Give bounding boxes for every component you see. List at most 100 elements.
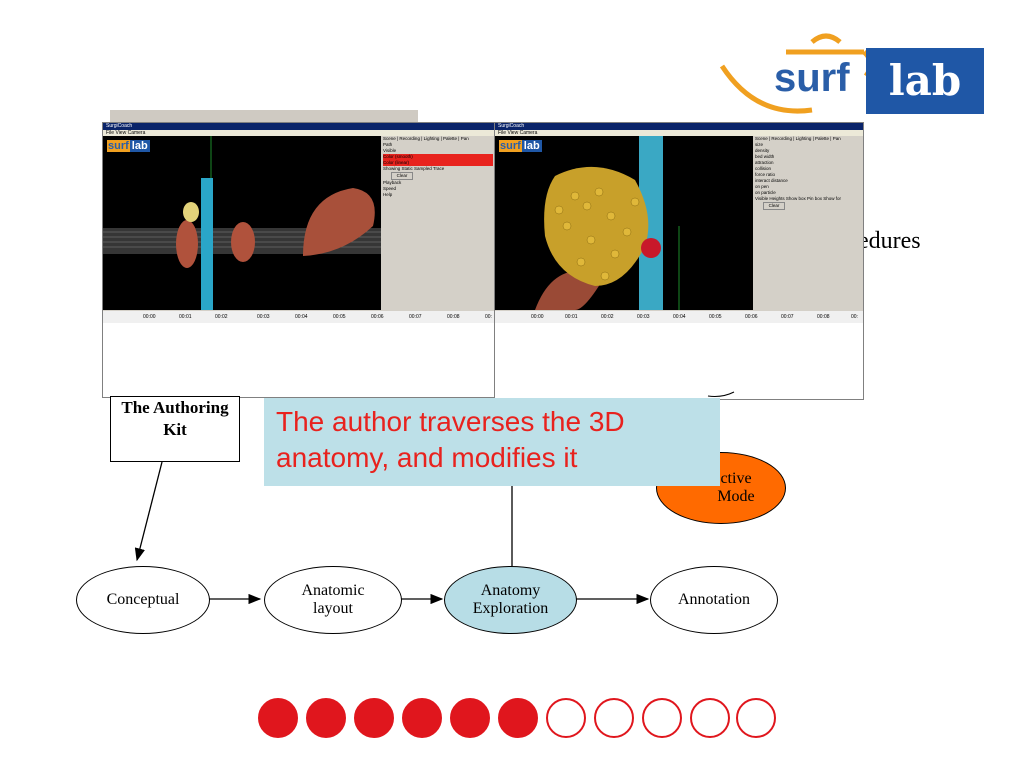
window-menubar: File View Camera (103, 130, 495, 136)
progress-dot-filled (402, 698, 442, 738)
clear-button[interactable]: Clear (391, 172, 413, 180)
panel-row[interactable]: Showing Static Sampled Trace (383, 166, 445, 171)
timeline-tick: 00:07 (781, 314, 794, 320)
timeline-ruler: 00:00 00:01 00:02 00:03 00:04 00:05 00:0… (495, 311, 863, 323)
timeline[interactable]: 00:00 00:01 00:02 00:03 00:04 00:05 00:0… (103, 311, 495, 397)
timeline-tick: 00:05 (709, 314, 722, 320)
anatomy-render (103, 136, 381, 310)
progress-dot-filled (450, 698, 490, 738)
slider-label: density (755, 148, 770, 153)
timeline-tick: 00:02 (215, 314, 228, 320)
slider-label: on pen (755, 184, 769, 189)
background-text-fragment: edures (858, 228, 921, 254)
slider-row[interactable]: interact distance (755, 178, 861, 184)
slider-row[interactable]: force ratio (755, 172, 861, 178)
slider-row[interactable]: density (755, 148, 861, 154)
panel-row: Playback (383, 180, 402, 185)
timeline-tick: 00: (851, 314, 858, 320)
anatomic-layout-node: Anatomic layout (264, 566, 402, 634)
panel-row: Visible (383, 148, 397, 153)
timeline-tick: 00:07 (409, 314, 422, 320)
logo-surf-text: surf (774, 56, 850, 100)
progress-dot-filled (498, 698, 538, 738)
speed-select[interactable]: Speed (383, 186, 397, 191)
timeline-tick: 00:00 (531, 314, 544, 320)
progress-dot-empty (546, 698, 586, 738)
checkbox-row[interactable]: Visible Heights Show box Pin box Show fo… (755, 196, 841, 201)
panel-row: Color (smooth) (383, 154, 493, 160)
clear-button[interactable]: Clear (763, 202, 785, 210)
slider-row[interactable]: attraction (755, 160, 861, 166)
progress-dot-filled (354, 698, 394, 738)
anatomic-layout-label: Anatomic layout (301, 582, 365, 617)
control-panel: Scene | Recording | Lighting | Palette |… (755, 136, 861, 310)
timeline-tick: 00:04 (673, 314, 686, 320)
annotation-node: Annotation (650, 566, 778, 634)
panel-tabs[interactable]: Scene | Recording | Lighting | Palette |… (383, 136, 469, 141)
control-panel: Scene | Recording | Lighting | Palette |… (383, 136, 493, 310)
panel-row: Path (383, 142, 393, 147)
panel-tabs[interactable]: Scene | Recording | Lighting | Palette |… (755, 136, 841, 141)
progress-dot-filled (306, 698, 346, 738)
callout-box: The author traverses the 3D anatomy, and… (264, 398, 720, 486)
timeline-tick: 00:08 (447, 314, 460, 320)
timeline-tick: 00:06 (745, 314, 758, 320)
viewport-logo-surf: surf (107, 140, 130, 152)
viewport-logo-lab: lab (129, 140, 150, 152)
slider-label: bed width (755, 154, 775, 159)
slider-label: interact distance (755, 178, 788, 183)
timeline[interactable]: 00:00 00:01 00:02 00:03 00:04 00:05 00:0… (495, 311, 863, 399)
panel-row[interactable]: Help (383, 192, 393, 197)
timeline-track-area[interactable] (531, 323, 863, 399)
slider-row[interactable]: bed width (755, 154, 861, 160)
slider-label: force ratio (755, 172, 776, 177)
slider-row[interactable]: on pen (755, 184, 861, 190)
anatomy-exploration-node: Anatomy Exploration (444, 566, 577, 634)
progress-dot-filled (258, 698, 298, 738)
progress-dot-empty (642, 698, 682, 738)
progress-dot-empty (690, 698, 730, 738)
slider-row[interactable]: size (755, 142, 861, 148)
timeline-tick: 00:05 (333, 314, 346, 320)
timeline-tick: 00:04 (295, 314, 308, 320)
progress-dot-empty (594, 698, 634, 738)
slider-label: size (755, 142, 764, 147)
timeline-tick: 00:03 (637, 314, 650, 320)
timeline-tick: 00:01 (565, 314, 578, 320)
anatomy-exploration-label: Anatomy Exploration (472, 582, 549, 617)
viewport-logo-surf: surf (499, 140, 522, 152)
window-menubar: File View Camera (495, 130, 863, 136)
anatomy-render (535, 136, 680, 310)
timeline-tick: 00:02 (601, 314, 614, 320)
timeline-tick: 00:00 (143, 314, 156, 320)
logo-lab-box: lab (866, 48, 984, 114)
timeline-tick: 00:03 (257, 314, 270, 320)
annotation-label: Annotation (678, 591, 750, 608)
background-photo-strip (110, 110, 418, 122)
timeline-tick: 00:08 (817, 314, 830, 320)
timeline-tick: 00:06 (371, 314, 384, 320)
slider-row[interactable]: collision (755, 166, 861, 172)
slider-label: collision (755, 166, 772, 171)
timeline-ruler: 00:00 00:01 00:02 00:03 00:04 00:05 00:0… (103, 311, 495, 323)
authoring-kit-box: The Authoring Kit (110, 396, 240, 462)
panel-row: Color (linear) (383, 160, 493, 166)
slider-row[interactable]: on particle (755, 190, 861, 196)
window-titlebar: SurgiCoach (103, 123, 495, 130)
conceptual-node: Conceptual (76, 566, 210, 634)
window-titlebar: SurgiCoach (495, 123, 863, 130)
progress-dot-empty (736, 698, 776, 738)
viewport-logo-lab: lab (521, 140, 542, 152)
slider-label: on particle (755, 190, 776, 195)
surflab-logo: surf lab (716, 22, 984, 118)
slider-label: attraction (755, 160, 774, 165)
timeline-tick: 00: (485, 314, 492, 320)
conceptual-label: Conceptual (106, 591, 180, 608)
